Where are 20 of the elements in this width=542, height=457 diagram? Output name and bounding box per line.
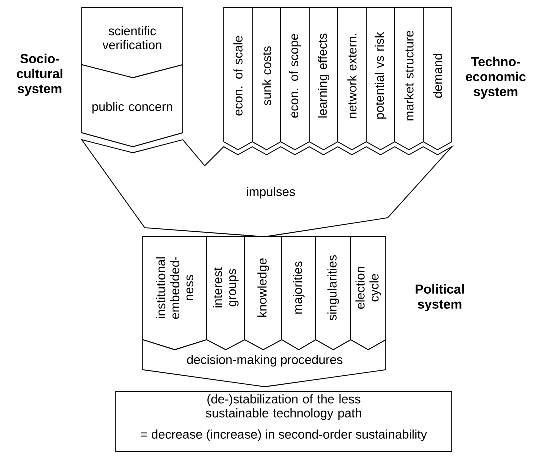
column-box: potential vs risk xyxy=(366,8,396,150)
column-box: majorities xyxy=(282,236,316,350)
result-box: (de-)stabilization of the less sustainable technology path = decrease (increase) in second-order sustainability xyxy=(116,392,452,452)
column-box: market structure xyxy=(394,8,424,150)
column-box: econ. of scale xyxy=(224,8,253,150)
column-box: demand xyxy=(423,8,452,150)
column-box: network extern. xyxy=(338,8,367,150)
chevron-box: public concern xyxy=(82,64,184,148)
column-box: econ. of scope xyxy=(280,8,310,150)
chevron-box: scientific verification xyxy=(82,8,184,78)
column-box: interest groups xyxy=(206,236,246,350)
column-box: election cycle xyxy=(350,236,386,350)
system-label: Socio-cultural system xyxy=(17,54,63,96)
system-label: Political system xyxy=(416,284,464,312)
column-box: sunk costs xyxy=(252,8,282,150)
column-box: learning effects xyxy=(309,8,338,150)
column-box: knowledge xyxy=(244,236,282,350)
column-box: singularities xyxy=(316,236,352,350)
system-label: Techno-economic system xyxy=(466,56,526,100)
column-box: institutional embedded-ness xyxy=(142,236,208,350)
